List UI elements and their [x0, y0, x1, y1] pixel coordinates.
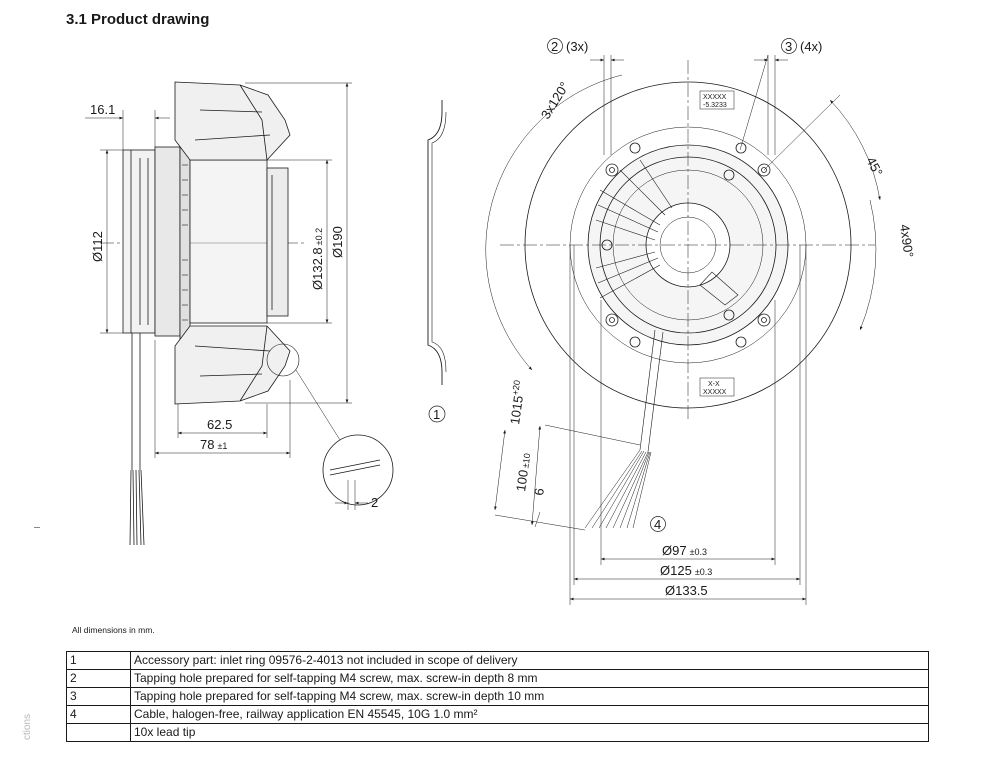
dim-3x: (4x)	[800, 39, 822, 54]
legend-text: Tapping hole prepared for self-tapping M…	[130, 669, 929, 688]
legend-row: 10x lead tip	[66, 723, 929, 742]
label-top-line2: -5.3233	[703, 102, 727, 109]
inlet-ring-profile	[427, 100, 447, 423]
dim-2x: (3x)	[566, 39, 588, 54]
page-title: 3.1 Product drawing	[66, 11, 210, 28]
side-text: ctions	[22, 713, 33, 740]
legend-text: Cable, halogen-free, railway application…	[130, 705, 929, 724]
callout-1: 1	[433, 407, 440, 422]
front-view	[485, 38, 881, 605]
side-view	[85, 81, 394, 546]
dim-6: 6	[531, 487, 547, 496]
callout-4: 4	[654, 517, 661, 532]
callout-2: 2	[551, 39, 558, 54]
label-top-line1: XXXXX	[703, 94, 727, 101]
dim-132-8: Ø132.8±0.2	[310, 228, 325, 290]
legend-number	[66, 723, 131, 742]
legend-number: 3	[66, 687, 131, 706]
product-drawing: 16.1 Ø112 Ø132.8±0.2 Ø190 62.5 78±1 2 1	[85, 38, 917, 605]
side-view-labels: 16.1 Ø112 Ø132.8±0.2 Ø190 62.5 78±1 2	[90, 102, 378, 510]
angle-3x120: 3x120°	[538, 79, 572, 121]
dim-133-5: Ø133.5	[665, 583, 708, 598]
dim-97: Ø97±0.3	[662, 543, 707, 558]
dim-16-1: 16.1	[90, 102, 115, 117]
legend-text: Accessory part: inlet ring 09576-2-4013 …	[130, 651, 929, 670]
dim-78: 78±1	[200, 437, 227, 452]
callout-3: 3	[785, 39, 792, 54]
legend-number: 1	[66, 651, 131, 670]
dim-1015: 1015+20	[506, 379, 528, 425]
angle-4x90: 4x90°	[897, 223, 917, 258]
legend-text: Tapping hole prepared for self-tapping M…	[130, 687, 929, 706]
label-bottom-line2: XXXXX	[703, 389, 727, 396]
label-bottom-line1: X-X	[708, 381, 720, 388]
dim-62-5: 62.5	[207, 417, 232, 432]
margin-mark	[34, 527, 40, 528]
dim-100: 100±10	[513, 452, 533, 492]
dim-190: Ø190	[330, 226, 345, 258]
angle-45: 45°	[863, 154, 885, 178]
dim-2: 2	[371, 495, 378, 510]
dimensions-note: All dimensions in mm.	[72, 625, 155, 635]
legend-text: 10x lead tip	[130, 723, 929, 742]
dim-112: Ø112	[90, 231, 105, 262]
legend-number: 4	[66, 705, 131, 724]
legend-number: 2	[66, 669, 131, 688]
dim-125: Ø125±0.3	[660, 563, 712, 578]
